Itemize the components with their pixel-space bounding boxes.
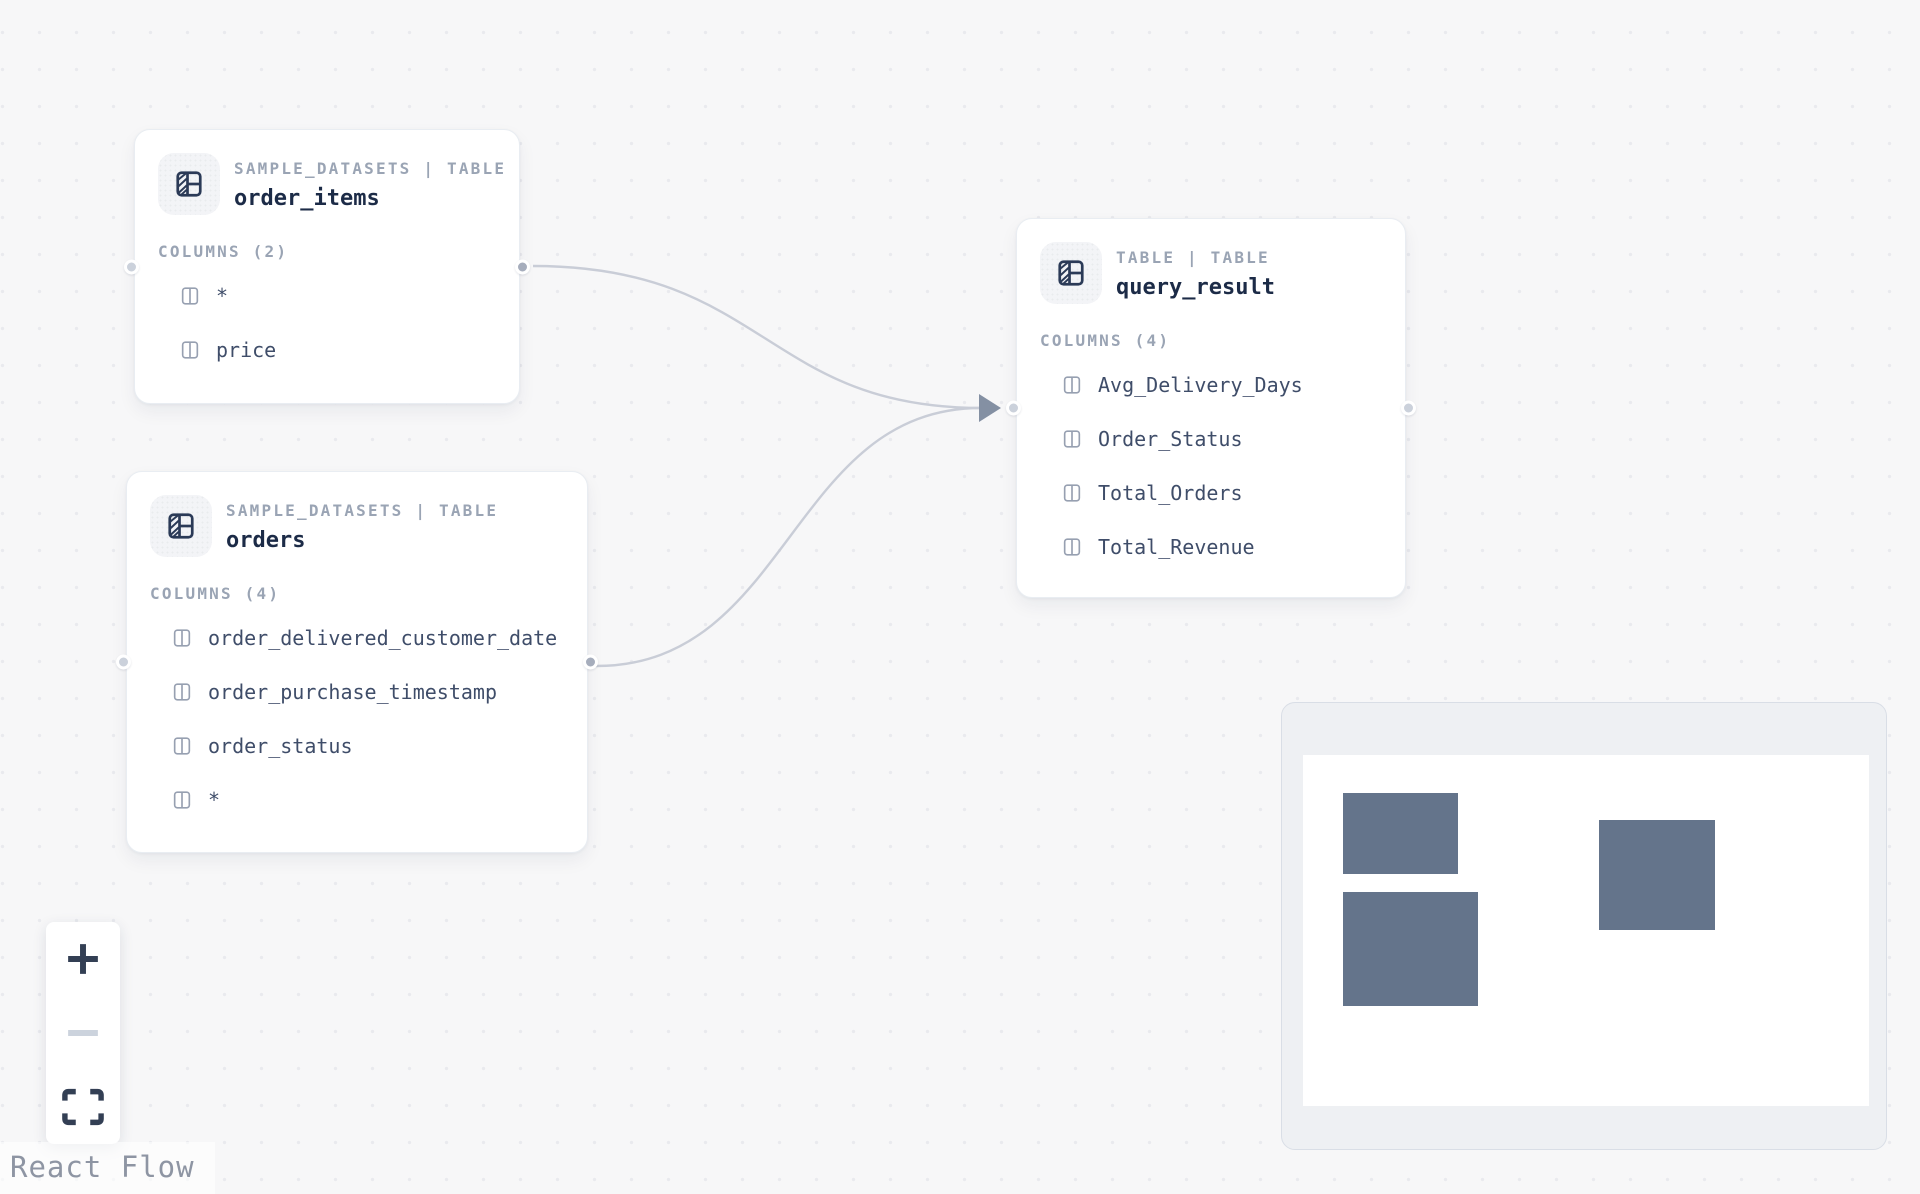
plus-icon xyxy=(68,944,98,974)
columns-icon xyxy=(1061,427,1083,451)
edge-order-items-to-query-result xyxy=(532,264,982,410)
minimap-node-query-result xyxy=(1599,820,1715,930)
columns-count-label: COLUMNS (4) xyxy=(150,584,281,603)
arrowhead-icon xyxy=(979,394,1001,422)
column-name: order_delivered_customer_date xyxy=(208,626,558,650)
columns-icon xyxy=(1061,373,1083,397)
columns-icon xyxy=(171,734,193,758)
table-icon xyxy=(1040,242,1102,304)
node-title: order_items xyxy=(234,186,380,211)
column-name: * xyxy=(208,788,221,812)
column-row: Order_Status xyxy=(1040,412,1395,466)
node-header: SAMPLE_DATASETS | TABLE order_items xyxy=(158,153,509,215)
columns-icon xyxy=(1061,481,1083,505)
node-badge: TABLE | TABLE xyxy=(1116,248,1270,267)
source-handle[interactable] xyxy=(1401,400,1416,416)
columns-icon xyxy=(179,284,201,308)
node-order-items[interactable]: SAMPLE_DATASETS | TABLE order_items COLU… xyxy=(124,129,530,404)
column-name: Total_Orders xyxy=(1098,481,1243,505)
column-name: Avg_Delivery_Days xyxy=(1098,373,1303,397)
column-row: Total_Revenue xyxy=(1040,520,1395,574)
minimap-node-orders xyxy=(1343,892,1478,1006)
edge-orders-to-query-result xyxy=(595,406,982,668)
reactflow-attribution-link[interactable]: React Flow xyxy=(0,1142,215,1194)
column-row: price xyxy=(158,323,509,377)
source-handle[interactable] xyxy=(583,654,598,670)
minus-icon xyxy=(68,1030,98,1036)
columns-icon xyxy=(1061,535,1083,559)
columns-list: * price xyxy=(158,269,509,377)
target-handle[interactable] xyxy=(116,654,131,670)
column-name: * xyxy=(216,284,229,308)
column-name: order_purchase_timestamp xyxy=(208,680,497,704)
target-handle[interactable] xyxy=(1006,400,1021,416)
node-orders[interactable]: SAMPLE_DATASETS | TABLE orders COLUMNS (… xyxy=(116,471,598,853)
fullscreen-icon xyxy=(62,1088,104,1126)
columns-count-label: COLUMNS (4) xyxy=(1040,331,1171,350)
columns-list: order_delivered_customer_date order_purch… xyxy=(150,611,577,827)
columns-icon xyxy=(171,626,193,650)
column-name: Total_Revenue xyxy=(1098,535,1255,559)
node-query-result[interactable]: TABLE | TABLE query_result COLUMNS (4) A… xyxy=(1006,218,1416,598)
column-row: order_purchase_timestamp xyxy=(150,665,577,719)
node-badge: SAMPLE_DATASETS | TABLE xyxy=(234,159,507,178)
columns-icon xyxy=(179,338,201,362)
table-icon xyxy=(150,495,212,557)
minimap[interactable] xyxy=(1281,702,1887,1150)
column-row: Total_Orders xyxy=(1040,466,1395,520)
target-handle[interactable] xyxy=(124,259,139,274)
node-title: orders xyxy=(226,528,306,553)
columns-icon xyxy=(171,788,193,812)
column-name: order_status xyxy=(208,734,353,758)
zoom-in-button[interactable] xyxy=(46,922,120,996)
column-row: * xyxy=(150,773,577,827)
table-icon xyxy=(158,153,220,215)
columns-icon xyxy=(171,680,193,704)
column-row: order_status xyxy=(150,719,577,773)
node-title: query_result xyxy=(1116,275,1275,300)
node-header: SAMPLE_DATASETS | TABLE orders xyxy=(150,495,577,557)
column-name: Order_Status xyxy=(1098,427,1243,451)
columns-count-label: COLUMNS (2) xyxy=(158,242,289,261)
zoom-out-button[interactable] xyxy=(46,996,120,1070)
zoom-controls xyxy=(46,922,120,1144)
minimap-node-order-items xyxy=(1343,793,1458,874)
column-row: * xyxy=(158,269,509,323)
node-header: TABLE | TABLE query_result xyxy=(1040,242,1395,304)
source-handle[interactable] xyxy=(515,259,530,274)
column-row: Avg_Delivery_Days xyxy=(1040,358,1395,412)
column-name: price xyxy=(216,338,277,362)
fit-view-button[interactable] xyxy=(46,1070,120,1144)
attribution-label: React Flow xyxy=(10,1150,195,1184)
column-row: order_delivered_customer_date xyxy=(150,611,577,665)
node-badge: SAMPLE_DATASETS | TABLE xyxy=(226,501,499,520)
